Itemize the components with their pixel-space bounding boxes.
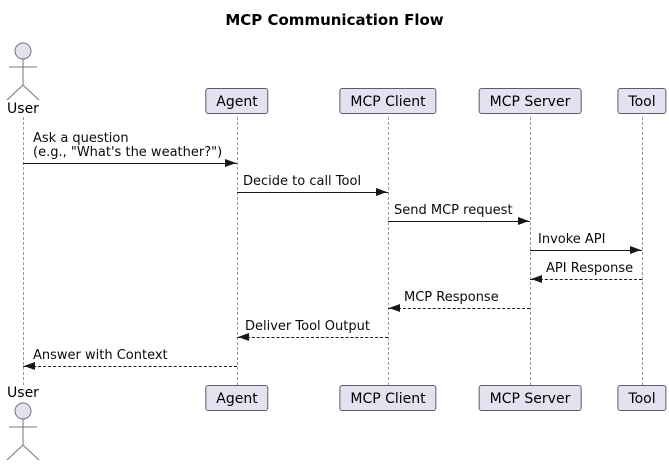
participant-mcp-client-bottom: MCP Client [339,385,437,411]
message-line [23,163,237,164]
message-line [530,279,642,280]
participant-mcp-server-top: MCP Server [478,88,582,114]
message-label: Answer with Context [33,348,168,363]
actor-user-label-bottom: User [7,385,39,401]
arrowhead-left-icon [24,362,35,370]
message-line [23,366,237,367]
arrowhead-left-icon [389,304,400,312]
arrowhead-right-icon [630,246,641,254]
user-stick-figure-icon [6,42,40,101]
message-label: MCP Response [404,290,499,305]
participant-agent-bottom: Agent [205,385,269,411]
actor-user-label-top: User [7,101,39,117]
arrowhead-right-icon [376,188,387,196]
participant-tool-top: Tool [617,88,667,114]
participant-agent-top: Agent [205,88,269,114]
arrowhead-left-icon [238,333,249,341]
lifeline-agent [237,117,238,385]
lifeline-mcp-client [388,117,389,385]
arrowhead-right-icon [225,159,236,167]
message-line [530,250,642,251]
participant-mcp-client-top: MCP Client [339,88,437,114]
arrowhead-right-icon [518,217,529,225]
diagram-title: MCP Communication Flow [225,11,444,29]
message-line [237,192,388,193]
message-line [388,221,530,222]
arrowhead-left-icon [531,275,542,283]
message-label: Ask a question (e.g., "What's the weathe… [33,131,223,160]
message-label: Decide to call Tool [243,174,362,189]
lifeline-tool [642,117,643,385]
message-label: Send MCP request [394,203,513,218]
message-line [388,308,530,309]
message-line [237,337,388,338]
lifeline-mcp-server [530,117,531,385]
participant-mcp-server-bottom: MCP Server [478,385,582,411]
participant-tool-bottom: Tool [617,385,667,411]
message-label: API Response [546,261,634,276]
message-label: Invoke API [538,232,606,247]
user-stick-figure-icon [6,402,40,461]
lifeline-user [23,117,24,385]
message-label: Deliver Tool Output [245,319,370,334]
